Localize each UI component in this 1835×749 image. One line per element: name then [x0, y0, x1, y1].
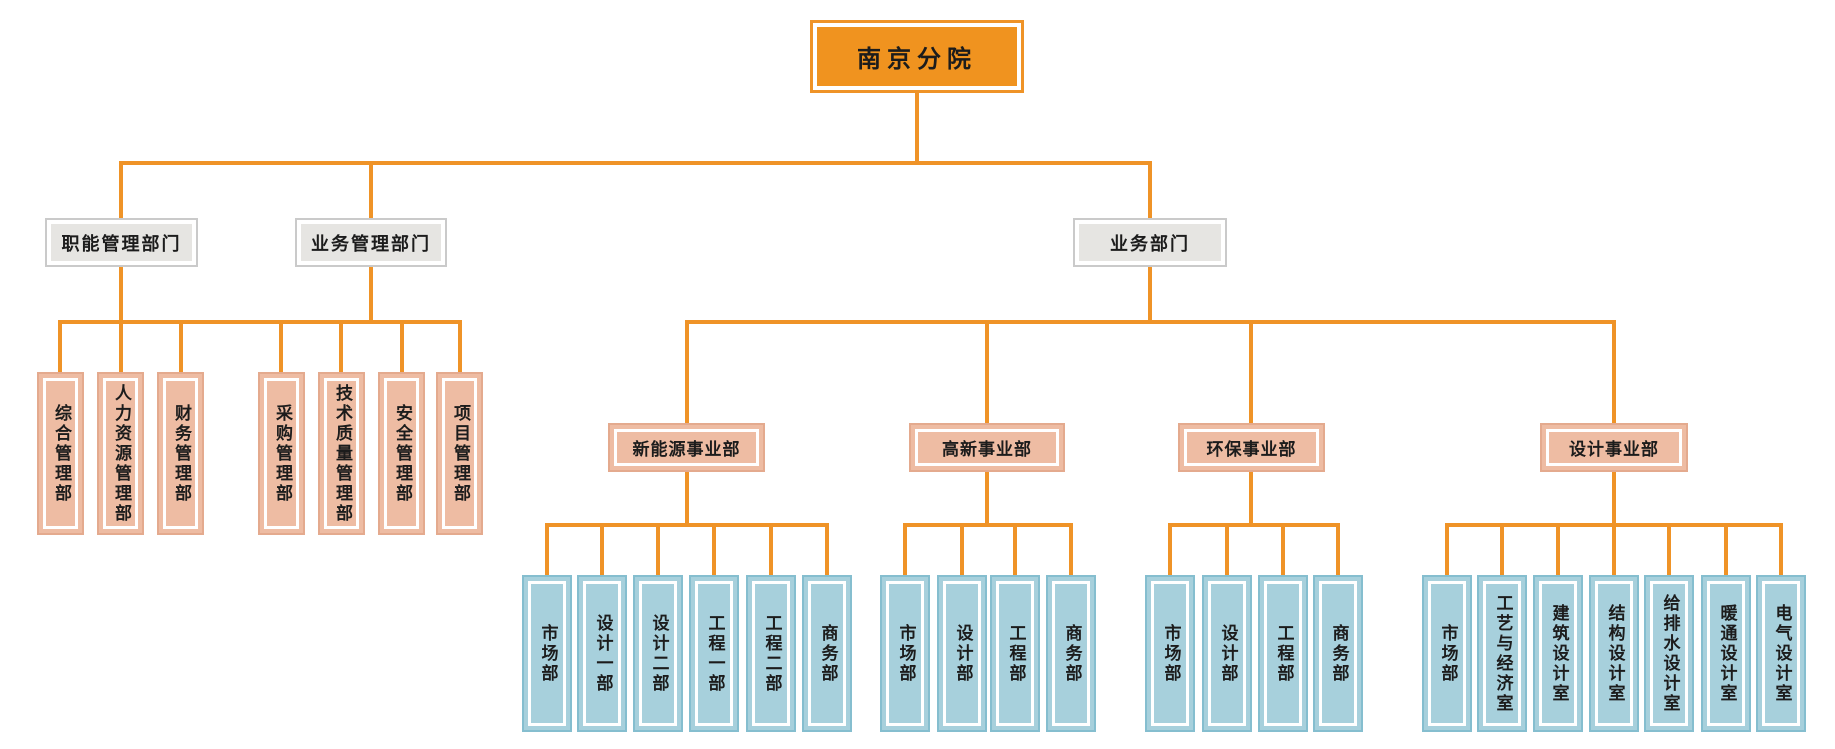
division-high-tech: 高新事业部	[909, 423, 1065, 472]
root-nanjing-branch: 南京分院	[810, 20, 1024, 93]
dept-hr-mgmt: 人力资源管理部	[97, 372, 144, 535]
dept-engineering: 工程部	[990, 575, 1040, 732]
division-new-energy: 新能源事业部	[608, 423, 765, 472]
dept-label: 暖通设计室	[1716, 603, 1737, 704]
dept-architecture-design: 建筑设计室	[1533, 575, 1583, 732]
dept-label: 给排水设计室	[1659, 593, 1680, 714]
dept-label: 工艺与经济室	[1492, 593, 1513, 714]
dept-label: 市场部	[537, 623, 558, 684]
dept-label: 工程一部	[704, 613, 725, 694]
dept-label: 工程部	[1273, 623, 1294, 684]
dept-label: 采购管理部	[272, 403, 292, 504]
branch-functional-mgmt: 职能管理部门	[45, 218, 198, 267]
dept-label: 设计部	[1217, 623, 1238, 684]
dept-procurement-mgmt: 采购管理部	[258, 372, 305, 535]
dept-label: 商务部	[1061, 623, 1082, 684]
dept-finance-mgmt: 财务管理部	[157, 372, 204, 535]
dept-commerce: 商务部	[802, 575, 852, 732]
division-label: 环保事业部	[1206, 440, 1297, 460]
dept-label: 设计二部	[648, 613, 669, 694]
division-design: 设计事业部	[1540, 423, 1688, 472]
dept-commerce: 商务部	[1046, 575, 1096, 732]
branch-business: 业务部门	[1073, 218, 1227, 267]
dept-label: 电气设计室	[1771, 603, 1792, 704]
dept-electrical-design: 电气设计室	[1756, 575, 1806, 732]
division-label: 设计事业部	[1569, 440, 1659, 460]
dept-label: 财务管理部	[171, 403, 191, 504]
dept-safety-mgmt: 安全管理部	[378, 372, 425, 535]
dept-design-2: 设计二部	[633, 575, 683, 732]
division-label: 新能源事业部	[632, 440, 741, 460]
dept-engineering: 工程部	[1258, 575, 1308, 732]
dept-hvac-design: 暖通设计室	[1701, 575, 1751, 732]
dept-label: 安全管理部	[392, 403, 412, 504]
dept-label: 人力资源管理部	[111, 383, 131, 524]
dept-label: 项目管理部	[450, 403, 470, 504]
dept-market: 市场部	[1422, 575, 1472, 732]
dept-label: 市场部	[1437, 623, 1458, 684]
branch-label: 业务管理部门	[311, 233, 431, 255]
dept-market: 市场部	[880, 575, 930, 732]
dept-plumbing-design: 给排水设计室	[1644, 575, 1694, 732]
dept-label: 设计一部	[592, 613, 613, 694]
root-label: 南京分院	[857, 44, 977, 73]
dept-market: 市场部	[522, 575, 572, 732]
branch-label: 职能管理部门	[61, 233, 182, 255]
dept-design: 设计部	[937, 575, 987, 732]
dept-structure-design: 结构设计室	[1589, 575, 1639, 732]
dept-label: 市场部	[1160, 623, 1181, 684]
dept-tech-quality-mgmt: 技术质量管理部	[318, 372, 365, 535]
dept-design-1: 设计一部	[577, 575, 627, 732]
dept-design: 设计部	[1202, 575, 1252, 732]
dept-general-mgmt: 综合管理部	[37, 372, 84, 535]
dept-label: 综合管理部	[51, 403, 71, 504]
dept-commerce: 商务部	[1313, 575, 1363, 732]
dept-label: 结构设计室	[1604, 603, 1625, 704]
dept-label: 建筑设计室	[1548, 603, 1569, 704]
dept-market: 市场部	[1145, 575, 1195, 732]
dept-label: 市场部	[895, 623, 916, 684]
dept-project-mgmt: 项目管理部	[436, 372, 483, 535]
dept-engineering-1: 工程一部	[689, 575, 739, 732]
dept-process-economy: 工艺与经济室	[1477, 575, 1527, 732]
division-label: 高新事业部	[942, 440, 1032, 460]
branch-label: 业务部门	[1110, 233, 1190, 255]
dept-engineering-2: 工程二部	[746, 575, 796, 732]
dept-label: 设计部	[952, 623, 973, 684]
dept-label: 工程二部	[761, 613, 782, 694]
dept-label: 商务部	[817, 623, 838, 684]
dept-label: 商务部	[1328, 623, 1349, 684]
branch-business-mgmt: 业务管理部门	[295, 218, 447, 267]
division-environmental: 环保事业部	[1178, 423, 1325, 472]
dept-label: 技术质量管理部	[332, 383, 352, 524]
dept-label: 工程部	[1005, 623, 1026, 684]
